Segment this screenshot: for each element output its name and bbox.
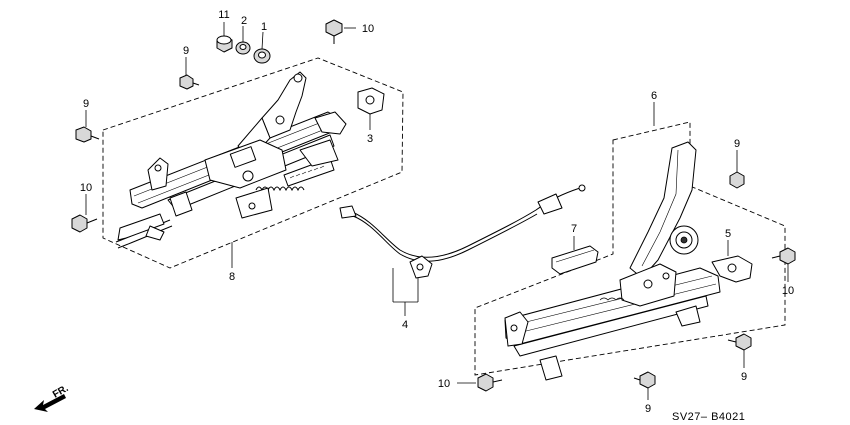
clip-3 [357, 87, 385, 115]
seat-track-assembly-left [115, 71, 347, 249]
front-direction-label: FR. [51, 383, 71, 401]
callout-numbers: 11 2 1 10 9 9 3 10 8 6 9 7 5 10 4 10 9 9 [80, 9, 794, 415]
seat-track-assembly-right [504, 141, 721, 381]
release-cable [339, 184, 586, 262]
seat-track-assembly-left-box [102, 57, 404, 269]
bolt-10-left [71, 214, 98, 233]
callout-10-bottom: 10 [438, 378, 450, 390]
callout-3: 3 [367, 133, 373, 145]
callout-11: 11 [218, 9, 229, 21]
washer-2 [235, 41, 251, 55]
callout-1: 1 [261, 21, 267, 33]
callout-6: 6 [651, 90, 657, 102]
cable-clip [409, 255, 433, 279]
bolt-10-bottom [477, 373, 503, 392]
callout-8: 8 [229, 271, 235, 283]
front-direction-arrow-icon [34, 394, 66, 412]
callout-9-right: 9 [734, 138, 740, 150]
bolt-9-br [727, 333, 752, 351]
callout-10-top: 10 [362, 23, 374, 35]
callout-5: 5 [725, 228, 731, 240]
nut-1 [253, 48, 271, 64]
callout-4: 4 [402, 319, 408, 331]
callout-9-b: 9 [83, 98, 89, 110]
callout-9-bottom: 9 [645, 403, 651, 415]
bolt-10-top [325, 19, 343, 44]
bolt-9-bottom [633, 371, 656, 389]
fastener-11 [216, 35, 233, 53]
callout-7: 7 [571, 223, 577, 235]
callout-10-right: 10 [782, 285, 794, 297]
callout-9-br: 9 [741, 371, 747, 383]
cover-5 [711, 255, 753, 283]
release-handle-bar [115, 213, 173, 249]
callout-10-left: 10 [80, 182, 92, 194]
lever-cover-7 [551, 245, 599, 275]
bolt-9-b [75, 126, 100, 143]
bolt-9-a [179, 74, 200, 90]
diagram-code: SV27– B4021 [672, 411, 745, 423]
callout-9-a: 9 [183, 45, 189, 57]
bolt-10-right [771, 247, 796, 265]
callout-2: 2 [241, 15, 247, 27]
bolt-9-right [729, 171, 745, 189]
leader-lines [85, 22, 789, 400]
